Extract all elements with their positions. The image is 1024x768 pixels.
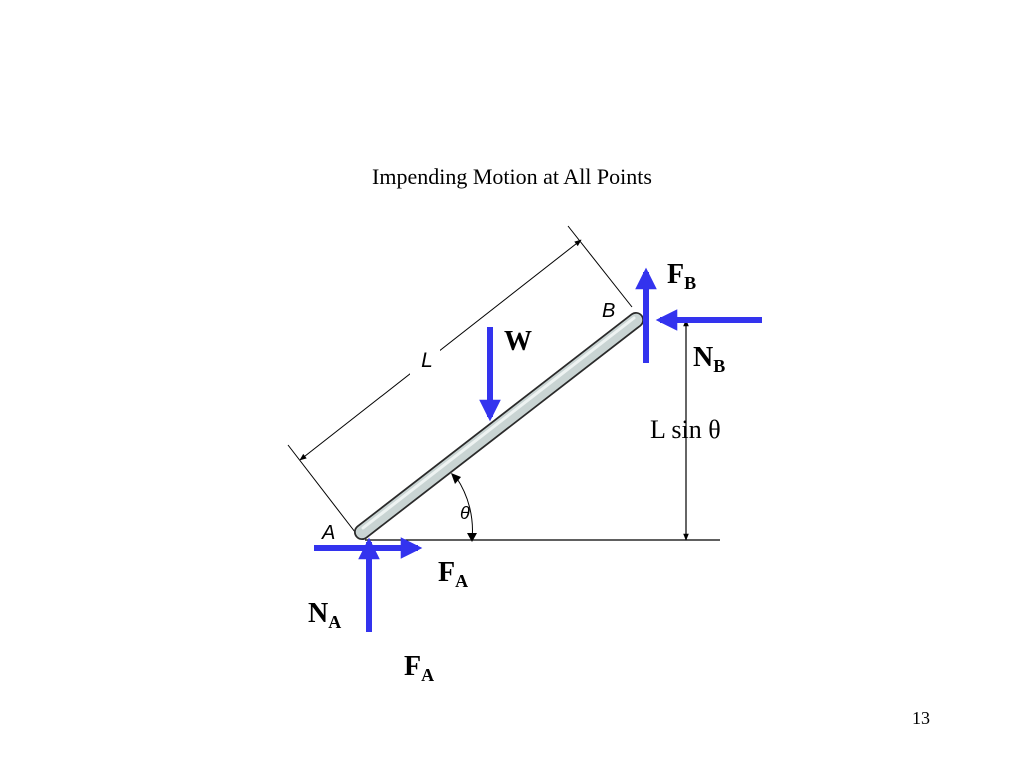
length-dimension-extension-high (567, 225, 633, 308)
rod (355, 313, 643, 539)
angle-arc-arrowhead (451, 473, 461, 484)
normal-a-main: N (308, 598, 328, 629)
normal-b-label: NB (693, 342, 725, 376)
rod-highlight (361, 316, 636, 530)
point-a-label: A (321, 522, 335, 544)
angle-arc-arrowhead-lower (467, 533, 477, 542)
weight-label: W (504, 326, 532, 357)
friction-b-sub: B (684, 273, 696, 293)
friction-a-lower-sub: A (421, 665, 434, 685)
height-dimension-label: L sin θ (650, 415, 721, 444)
point-b-label: B (602, 300, 615, 322)
length-label: L (421, 349, 433, 372)
normal-a-sub: A (328, 612, 341, 632)
friction-b-label: FB (667, 259, 696, 293)
friction-a-lower-main: F (404, 651, 421, 682)
friction-a-main: F (438, 557, 455, 588)
normal-b-main: N (693, 342, 713, 373)
normal-a-label: NA (308, 598, 341, 632)
friction-a-sub: A (455, 571, 468, 591)
length-dimension-extension-low (287, 444, 356, 533)
slide-title: Impending Motion at All Points (372, 164, 652, 189)
friction-a-lower-label: FA (404, 651, 434, 685)
length-label-gap (410, 344, 440, 376)
page-number: 13 (912, 708, 930, 728)
friction-b-main: F (667, 259, 684, 290)
friction-a-label: FA (438, 557, 468, 591)
normal-b-sub: B (713, 356, 725, 376)
length-dimension-line (299, 239, 582, 461)
angle-label: θ (460, 503, 470, 523)
